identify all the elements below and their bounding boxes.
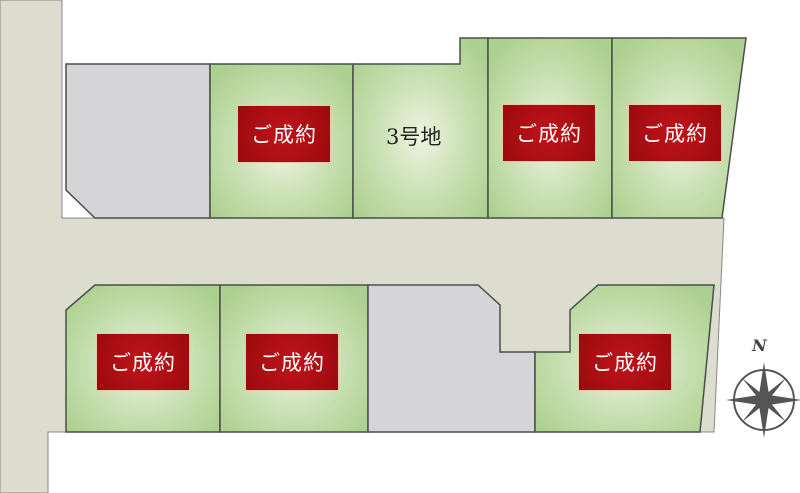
north-label: N [752,336,767,355]
sold-badge: ご成約 [237,105,331,163]
lot-bottom-3[interactable] [367,284,536,433]
sold-badge: ご成約 [502,104,596,162]
sold-badge: ご成約 [96,333,190,391]
sold-badge: ご成約 [245,333,339,391]
sold-badge: ご成約 [578,333,672,391]
sold-badge: ご成約 [628,104,722,162]
lot-top-1[interactable] [65,63,211,219]
lot-number-label: 3号地 [386,125,442,149]
compass-rose-icon [726,362,800,438]
